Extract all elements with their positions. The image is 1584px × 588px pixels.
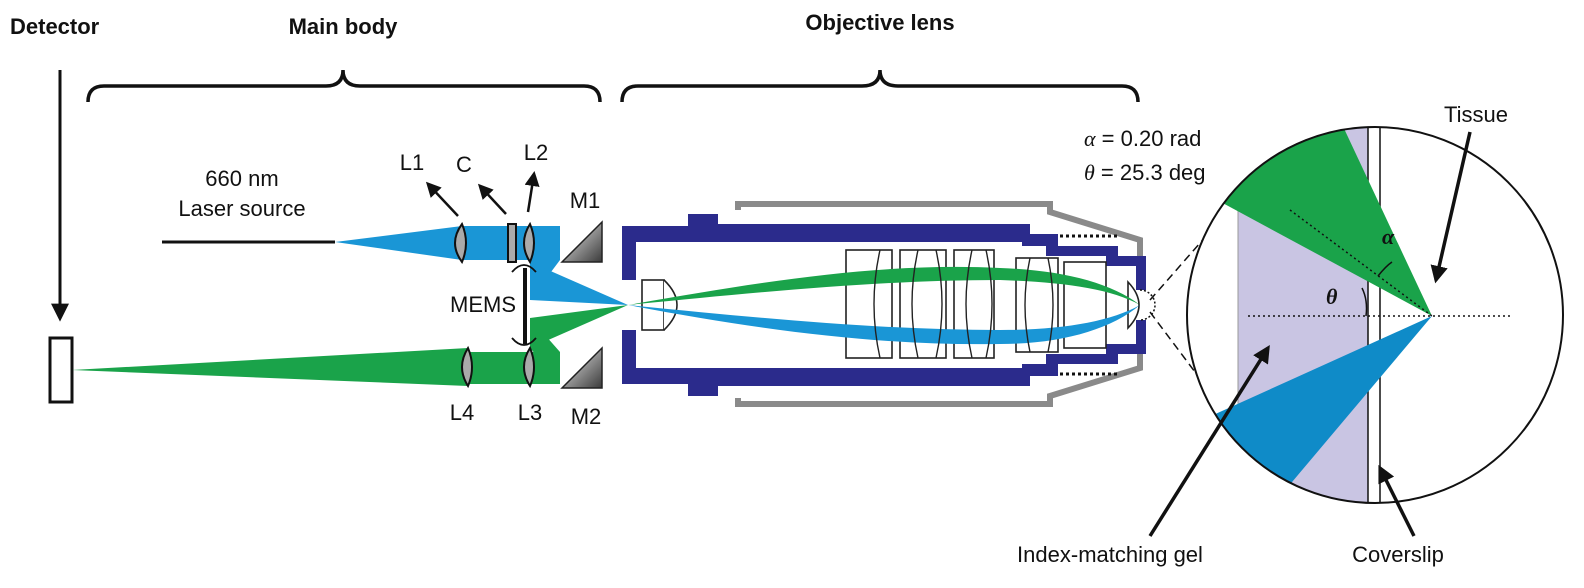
collection-beam-focusing [72, 348, 468, 386]
lens-l2 [523, 221, 535, 265]
laser-wavelength-label: 660 nm [205, 166, 278, 191]
mems-rotation-top [511, 264, 537, 273]
l1-pointer [425, 181, 459, 217]
m1-label: M1 [570, 188, 601, 213]
alpha-parameter: α = 0.20 rad [1084, 126, 1201, 151]
objective-outer-barrel [735, 201, 1143, 268]
alpha-arc [1377, 261, 1393, 277]
collection-beam-from-objective [530, 305, 628, 348]
objective-lens-elements [641, 249, 1140, 359]
objective-housing-bottom [622, 320, 1146, 396]
inset-alpha-label: α [1382, 224, 1395, 249]
coverslip-layer [1367, 127, 1381, 503]
lens-l3 [523, 345, 535, 389]
mirror-m2 [560, 346, 603, 389]
main-body-header: Main body [289, 14, 399, 39]
theta-arc [1361, 287, 1368, 317]
theta-symbol: θ [1084, 160, 1095, 185]
l3-label: L3 [518, 400, 542, 425]
index-matching-gel-label: Index-matching gel [1017, 542, 1203, 567]
objective-lens-brace [620, 69, 1140, 103]
objective-collection-beam [628, 266, 1140, 305]
inset-theta-label: θ [1326, 284, 1338, 309]
lens-l4 [461, 345, 473, 389]
mems-label: MEMS [450, 292, 516, 317]
tissue-label: Tissue [1444, 102, 1508, 127]
objective-lens-curves [873, 249, 1054, 359]
collection-beam-collimated [468, 352, 560, 384]
magnified-inset [1187, 127, 1563, 503]
tissue-pointer [1430, 131, 1472, 284]
detector-header: Detector [10, 14, 100, 39]
mirror-m1 [560, 220, 603, 263]
laser-source-label: Laser source [178, 196, 305, 221]
alpha-value: = 0.20 rad [1096, 126, 1202, 151]
alpha-symbol: α [1084, 126, 1096, 151]
l1-label: L1 [400, 150, 424, 175]
illumination-beam-to-objective [530, 262, 628, 305]
l2-label: L2 [524, 140, 548, 165]
c-label: C [456, 152, 472, 177]
gel-pointer [1148, 345, 1270, 537]
l2-pointer [524, 171, 540, 213]
inset-connector-top [1149, 217, 1223, 301]
objective-illumination-beam [628, 305, 1140, 345]
lens-l1 [454, 221, 467, 265]
main-body-brace [86, 69, 602, 103]
scan-element-c [507, 223, 517, 263]
objective-housing-top [622, 214, 1146, 290]
coverslip-pointer [1378, 464, 1416, 537]
objective-lens-header: Objective lens [805, 10, 954, 35]
inset-connector-bottom [1149, 311, 1223, 409]
inset-circle-outline [1186, 126, 1564, 504]
theta-value: = 25.3 deg [1095, 160, 1206, 185]
theta-parameter: θ = 25.3 deg [1084, 160, 1206, 185]
detector-element [48, 336, 74, 404]
focal-spot-dotted [1139, 289, 1156, 321]
l4-label: L4 [450, 400, 474, 425]
mems-rotation-bottom [511, 337, 537, 346]
coverslip-label: Coverslip [1352, 542, 1444, 567]
objective-outer-barrel-bottom [735, 340, 1143, 407]
m2-label: M2 [571, 404, 602, 429]
illumination-beam-expanding [335, 226, 462, 260]
c-pointer [477, 183, 507, 215]
